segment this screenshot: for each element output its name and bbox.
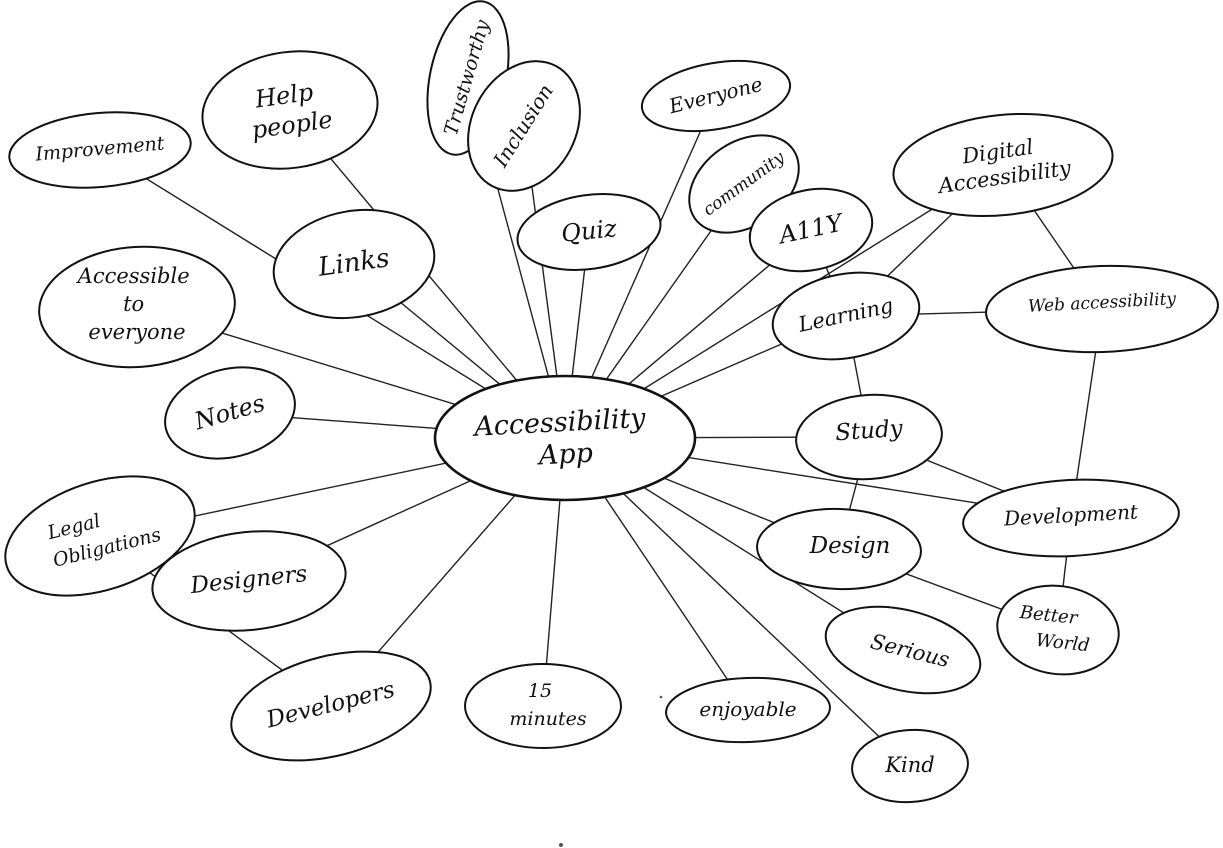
node-label-line: 15 [528,680,552,702]
svg-text:enjoyable: enjoyable [699,697,796,721]
node-development[interactable]: Development [961,474,1181,561]
node-enjoyable[interactable]: enjoyable [665,675,831,745]
svg-text:Design: Design [809,533,891,559]
node-label-line: App [535,437,594,471]
node-serious[interactable]: Serious [817,592,990,708]
node-label-line: to [123,292,144,316]
node-designers[interactable]: Designers [147,522,350,640]
node-label-line: Kind [884,753,934,777]
node-accessible-to-everyone[interactable]: Accessible to everyone [35,240,239,373]
node-help-people[interactable]: Help people [195,40,385,179]
svg-text:Quiz: Quiz [560,214,618,248]
node-a11y[interactable]: A11Y [742,178,880,282]
node-label-line: Accessible [76,264,190,288]
node-learning[interactable]: Learning [766,262,926,370]
node-design[interactable]: Design [756,506,923,592]
mind-map-nodes: Accessibility App Improvement Help peopl… [0,0,1220,806]
node-web-accessibility[interactable]: Web accessibility [985,262,1220,356]
node-legal-obligations[interactable]: Legal Obligations [0,454,210,617]
node-label-line: enjoyable [699,697,796,721]
paper-speck [659,695,663,699]
paper-speck [559,843,563,847]
node-label-line: Study [834,416,904,447]
node-notes[interactable]: Notes [155,354,304,471]
svg-text:Kind: Kind [884,753,934,777]
svg-text:15 minutes: 15 minutes [509,680,586,730]
node-digital-accessibility[interactable]: Digital Accessibility [888,104,1117,226]
node-label-line: everyone [88,320,185,344]
node-label-line: Design [809,533,891,559]
node-kind[interactable]: Kind [850,726,971,806]
svg-text:Help people: Help people [246,75,335,144]
node-label-line: minutes [509,708,586,730]
svg-text:Better World: Better World [1015,602,1093,656]
node-improvement[interactable]: Improvement [6,105,194,195]
node-developers[interactable]: Developers [220,633,442,779]
node-accessibility-app[interactable]: Accessibility App [433,374,697,502]
node-study[interactable]: Study [793,390,945,484]
node-label-line: Quiz [560,214,618,248]
svg-text:Study: Study [834,416,904,447]
node-better-world[interactable]: Better World [991,578,1124,682]
node-fifteen-minutes[interactable]: 15 minutes [464,663,622,749]
svg-text:Accessible to: Accessible to everyone [76,264,197,344]
node-links[interactable]: Links [265,198,443,331]
node-everyone[interactable]: Everyone [636,50,795,141]
node-quiz[interactable]: Quiz [513,185,666,278]
node-inclusion[interactable]: Inclusion [446,42,602,211]
